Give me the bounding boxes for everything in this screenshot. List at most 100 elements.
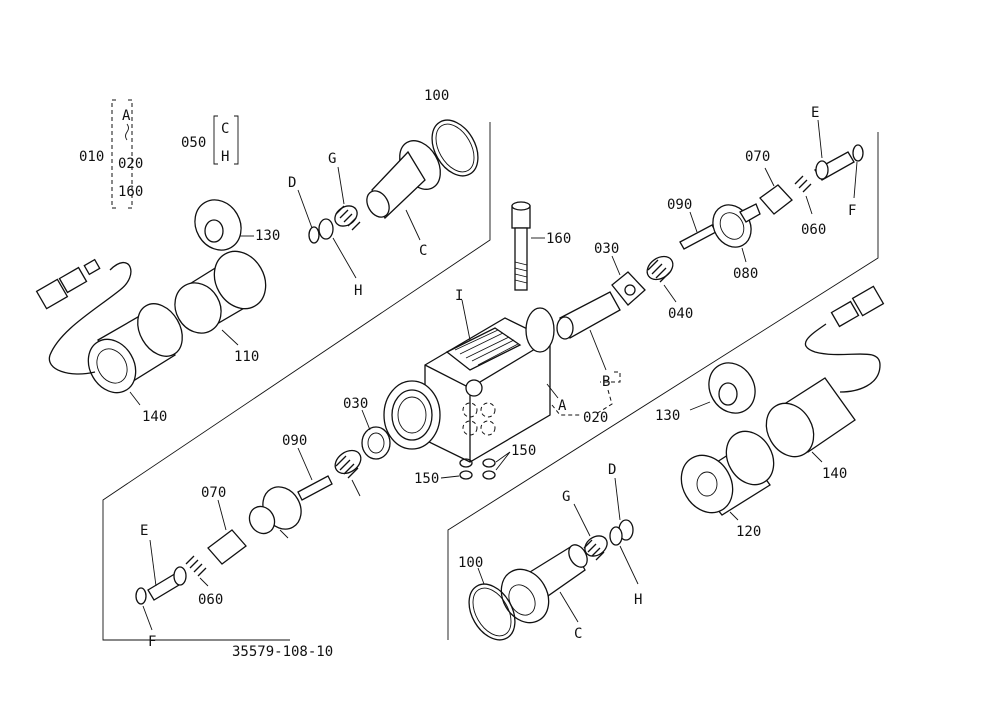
label-h-bottom: H: [634, 592, 642, 608]
leader-070-top: [764, 167, 775, 187]
leader-080-left: [279, 529, 289, 539]
label-150-left: 150: [414, 471, 439, 487]
part-090-top: 090: [667, 197, 717, 250]
label-040-top: 040: [668, 306, 693, 322]
spool-030-top-hole: [624, 284, 636, 296]
connector-left-cap: [83, 258, 101, 276]
spring-040-top-coils: [647, 259, 671, 283]
part-c-bottom: C: [500, 544, 588, 642]
plunger-070-top: [759, 184, 793, 215]
label-090-top: 090: [667, 197, 692, 213]
legend-010: 010: [79, 149, 104, 165]
label-030-left: 030: [343, 396, 368, 412]
label-g-top: G: [328, 151, 336, 167]
label-c-bottom: C: [574, 626, 582, 642]
leader-030-top: [611, 255, 621, 276]
legend-item-a: A: [122, 108, 131, 124]
leader-110: [221, 329, 239, 346]
part-060-top: 060: [794, 175, 826, 238]
oring-100-bottom-inner: [472, 587, 512, 637]
leader-090-left: [297, 447, 313, 481]
legend-bracket-left: [111, 99, 118, 209]
leader-d-bottom: [614, 477, 621, 521]
part-130-bottom: 130: [655, 362, 756, 424]
group-legend: 010 A 020 160 050 C H: [79, 99, 239, 209]
label-e-top: E: [811, 105, 819, 121]
oring-f-bottom: [135, 587, 147, 605]
label-f-bottom: F: [148, 634, 156, 650]
oring-100-top-inner: [435, 123, 475, 173]
part-f-top: F: [848, 144, 864, 219]
nut-140-right-thread: [765, 402, 815, 458]
ring-h-top: [318, 218, 334, 240]
legend-item-h: H: [221, 149, 229, 165]
valve-top-hatch: [454, 329, 519, 366]
label-d-top: D: [288, 175, 296, 191]
leader-090-top: [689, 211, 698, 233]
plane-borders: [102, 122, 879, 641]
solenoid-110-face: [213, 250, 267, 310]
washer-130-top-hole: [204, 219, 224, 243]
label-110: 110: [234, 349, 259, 365]
piston-c-end: [366, 190, 390, 218]
part-060-left: 060: [185, 555, 223, 608]
connector-left: [35, 258, 132, 375]
connector-right-plug: [851, 285, 885, 317]
leader-i: [461, 299, 471, 341]
part-b-spool: B: [556, 291, 621, 390]
leader-c-top: [405, 209, 421, 241]
label-e-bottom: E: [140, 523, 148, 539]
leader-140-left: [129, 391, 141, 406]
legend2-bracket-right: [234, 115, 239, 165]
legend-bracket-right: [128, 99, 133, 209]
label-160: 160: [546, 231, 571, 247]
plunger-070-left: [207, 529, 247, 565]
leader-140-right: [811, 451, 823, 463]
leader-c-bottom: [559, 591, 579, 623]
leader-f-bottom: [142, 605, 153, 631]
valve-hole-1: [462, 402, 478, 418]
valve-hole-2: [480, 402, 496, 418]
nut-140-left-thread: [137, 303, 183, 357]
leader-030-left: [361, 409, 371, 431]
label-d-bottom: D: [608, 462, 616, 478]
label-140-right: 140: [822, 466, 847, 482]
label-h-top: H: [354, 283, 362, 299]
valve-port-thread: [397, 396, 427, 434]
leader-f-top: [853, 161, 858, 199]
part-030-left: 030: [343, 396, 391, 460]
oring-150-d: [482, 470, 496, 480]
leader-060-bottom: [199, 577, 209, 587]
legend-item-160: 160: [118, 184, 143, 200]
label-a: A: [558, 398, 567, 414]
leader-070-left: [217, 499, 227, 531]
fitting-e-top-end: [815, 160, 829, 180]
leader-150-left: [440, 475, 460, 479]
label-f-top: F: [848, 203, 856, 219]
spring-040-left-coils: [335, 455, 359, 479]
solenoid-120-hole: [696, 471, 718, 497]
leader-100-bottom: [477, 567, 485, 585]
label-060-top: 060: [801, 222, 826, 238]
label-020: 020: [583, 410, 608, 426]
spool-030-left-hole: [367, 432, 385, 454]
leader-g-bottom: [573, 503, 591, 537]
solenoid-120-face: [680, 454, 734, 514]
label-080-top: 080: [733, 266, 758, 282]
spool-030-left: [361, 426, 391, 460]
leader-e-bottom: [149, 539, 157, 587]
part-080-left: [248, 486, 302, 539]
part-040-left: [334, 449, 362, 497]
label-130-top: 130: [255, 228, 280, 244]
spring-060-bottom: [185, 555, 207, 577]
label-090-left: 090: [282, 433, 307, 449]
label-060-bottom: 060: [198, 592, 223, 608]
leader-120: [729, 511, 739, 521]
ring-h-bottom: [609, 526, 623, 546]
connector-right-body: [830, 300, 860, 328]
label-i: I: [455, 288, 463, 304]
part-100-top: 100: [424, 88, 479, 177]
label-120: 120: [736, 524, 761, 540]
label-100-bottom: 100: [458, 555, 483, 571]
spring-g-bottom: [584, 535, 608, 557]
